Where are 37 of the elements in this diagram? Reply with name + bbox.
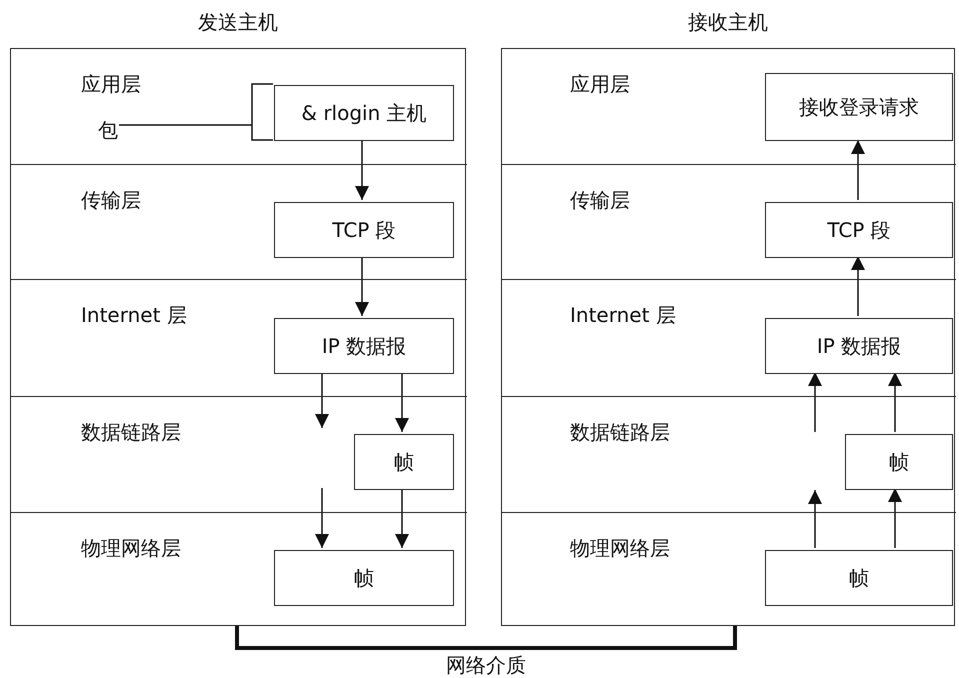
arrow [808, 490, 822, 548]
process-box: & rlogin 主机 [274, 85, 454, 141]
arrow [851, 140, 865, 200]
arrow [315, 372, 329, 428]
arrow [315, 488, 329, 548]
leader-line [118, 83, 274, 141]
process-box: IP 数据报 [274, 318, 454, 374]
panel-title: 接收主机 [687, 9, 769, 36]
process-box: 帧 [765, 550, 953, 606]
process-box: 帧 [845, 434, 953, 490]
layer-label: 传输层 [81, 187, 141, 213]
layer-label: 传输层 [570, 187, 630, 213]
arrow [395, 488, 409, 548]
arrow [851, 256, 865, 316]
process-box: 接收登录请求 [765, 73, 953, 141]
arrow [808, 372, 822, 432]
panel-title: 发送主机 [197, 9, 279, 36]
process-box: 帧 [354, 434, 454, 490]
arrow [355, 140, 369, 200]
process-box: TCP 段 [274, 202, 454, 258]
arrow [355, 256, 369, 316]
layer-label: 应用层 [81, 71, 141, 97]
layer-label: 数据链路层 [570, 419, 670, 445]
arrow [888, 372, 902, 432]
connector-line [235, 626, 737, 650]
layer-label: 物理网络层 [570, 535, 670, 561]
layer-label: 应用层 [570, 71, 630, 97]
arrow [888, 488, 902, 548]
layer-label: 数据链路层 [81, 419, 181, 445]
layer-label: 包 [98, 117, 120, 143]
layer-label: Internet 层 [570, 302, 676, 328]
layer-label: 物理网络层 [81, 535, 181, 561]
process-box: IP 数据报 [765, 318, 953, 374]
layer-label: Internet 层 [81, 302, 187, 328]
process-box: 帧 [274, 550, 454, 606]
process-box: TCP 段 [765, 202, 953, 258]
arrow [395, 372, 409, 432]
